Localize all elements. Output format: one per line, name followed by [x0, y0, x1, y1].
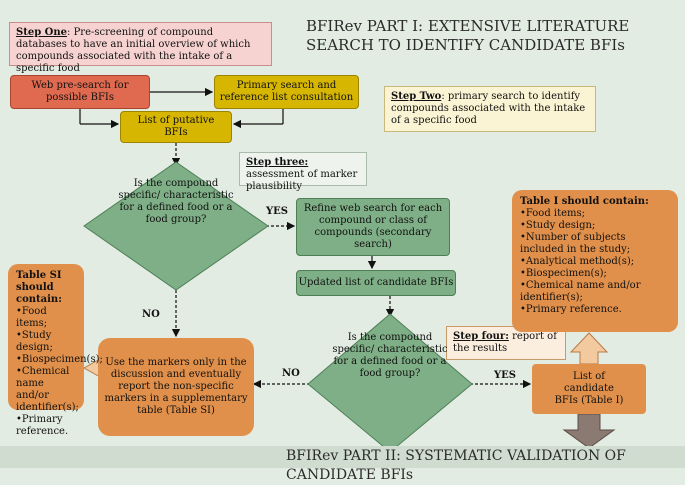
- yes-label-1: YES: [266, 206, 288, 217]
- candidate-list-box: List of candidate BFIs (Table I): [532, 364, 646, 414]
- list-item: •Biospecimen(s);: [520, 268, 607, 279]
- table-i-title: Table I should contain:: [520, 196, 649, 207]
- refine-search-box: Refine web search for each compound or c…: [296, 198, 450, 256]
- primary-search-box: Primary search and reference list consul…: [214, 75, 359, 109]
- table-si-box: Table SI should contain: •Food items; •S…: [8, 264, 103, 437]
- list-item: •Study design;: [520, 220, 596, 231]
- step-three-label: Step three:: [246, 157, 309, 168]
- step-two-label: Step Two: [391, 91, 442, 102]
- list-item: •Biospecimen(s);: [16, 354, 103, 365]
- decision-2-text: Is the compound specific/ characteristic…: [332, 332, 448, 379]
- list-item: •Primary reference.: [16, 414, 69, 437]
- block-arrow-to-part-ii: [562, 413, 616, 449]
- table-i-box: Table I should contain: •Food items; •St…: [512, 190, 678, 332]
- yes-label-2: YES: [494, 370, 516, 381]
- step-two-text: : primary search to identify compounds a…: [391, 91, 586, 126]
- list-item: •Food items;: [520, 208, 586, 219]
- part-one-title: BFIRev PART I: EXTENSIVE LITERATURE SEAR…: [306, 17, 630, 54]
- part-two-title: BFIRev PART II: SYSTEMATIC VALIDATION OF…: [286, 448, 626, 483]
- block-arrow-to-table-i: [569, 332, 609, 365]
- use-markers-box: Use the markers only in the discussion a…: [98, 338, 254, 436]
- no-label-2: NO: [282, 368, 300, 379]
- list-item: •Number of subjects included in the stud…: [520, 232, 631, 255]
- list-item: •Chemical name and/or identifier(s);: [16, 366, 79, 413]
- step-one-text: : Pre-screening of compound databases to…: [16, 27, 251, 74]
- step-one-label: Step One: [16, 27, 68, 38]
- web-presearch-box: Web pre-search for possible BFIs: [10, 75, 150, 109]
- list-item: •Study design;: [16, 330, 53, 353]
- step-three-note: Step three: assessment of marker plausib…: [239, 152, 367, 192]
- no-label-1: NO: [142, 309, 160, 320]
- table-si-items: •Food items; •Study design; •Biospecimen…: [16, 306, 103, 438]
- list-item: •Analytical method(s);: [520, 256, 635, 267]
- updated-list-box: Updated list of candidate BFIs: [296, 270, 456, 296]
- list-item: •Primary reference.: [520, 304, 622, 315]
- decision-diamond-1: [83, 161, 269, 291]
- part-two-banner: [0, 446, 685, 468]
- step-three-text: assessment of marker plausibility: [246, 169, 358, 192]
- step-four-label: Step four:: [453, 331, 509, 342]
- step-four-text: report of the results: [453, 331, 557, 354]
- table-i-items: •Food items; •Study design; •Number of s…: [520, 208, 672, 316]
- step-two-note: Step Two: primary search to identify com…: [384, 86, 596, 132]
- decision-1-text: Is the compound specific/ characteristic…: [118, 178, 234, 225]
- list-item: •Chemical name and/or identifier(s);: [520, 280, 641, 303]
- step-one-note: Step One: Pre-screening of compound data…: [9, 22, 272, 74]
- putative-list-box: List of putative BFIs: [120, 111, 232, 143]
- list-item: •Food items;: [16, 306, 48, 329]
- table-si-title: Table SI should contain:: [16, 270, 62, 305]
